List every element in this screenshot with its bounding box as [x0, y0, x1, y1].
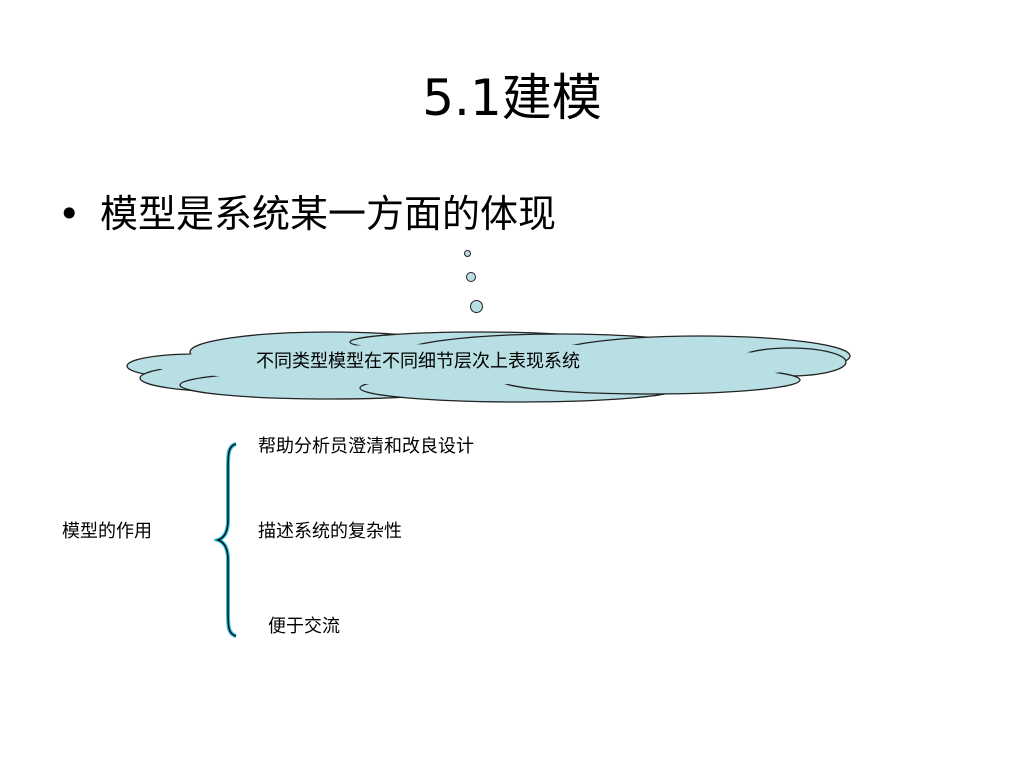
role-item: 描述系统的复杂性	[258, 521, 402, 542]
thought-bubble-large	[470, 300, 483, 313]
cloud-text: 不同类型模型在不同细节层次上表现系统	[256, 351, 580, 372]
slide-title: 5.1建模	[422, 69, 602, 127]
bullet-item: • 模型是系统某一方面的体现	[58, 186, 556, 242]
role-item: 帮助分析员澄清和改良设计	[258, 436, 474, 457]
curly-brace	[214, 442, 237, 638]
thought-bubble-small	[464, 250, 471, 257]
bullet-text: 模型是系统某一方面的体现	[100, 192, 557, 236]
roles-label: 模型的作用	[62, 521, 152, 542]
thought-bubble-medium	[466, 272, 476, 282]
role-item: 便于交流	[268, 616, 340, 637]
bullet-marker: •	[58, 192, 81, 236]
